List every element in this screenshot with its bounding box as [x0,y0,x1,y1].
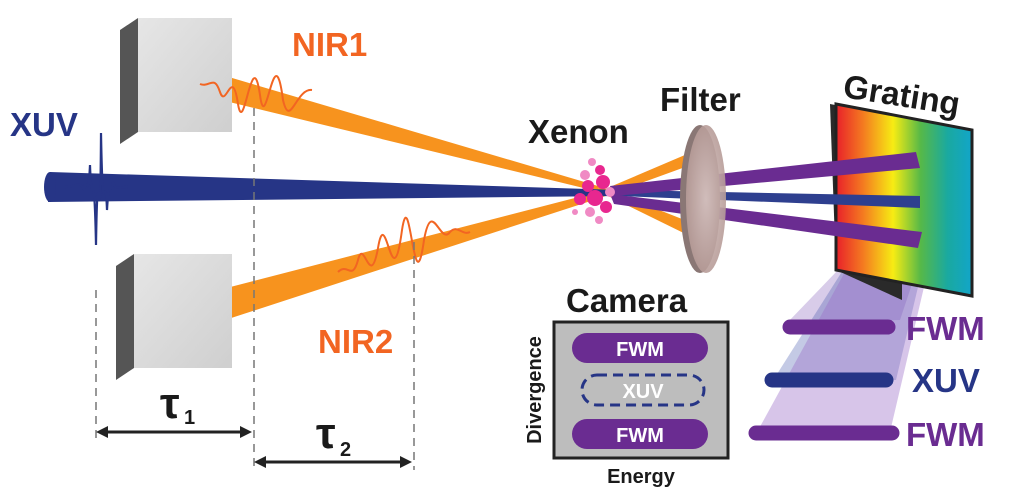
label-xuv: XUV [10,106,78,143]
out-fwm-top-label: FWM [906,310,985,347]
mirror-top [120,18,232,144]
camera-fwm-top-label: FWM [616,339,664,361]
tau2-symbol: τ [316,409,336,458]
camera-fwm-bottom-bar [572,419,708,449]
mirror-bottom [116,254,232,380]
axis-energy-label: Energy [607,466,676,488]
camera-xuv-outline [580,373,706,407]
camera-panel [552,320,730,460]
xenon-atoms [572,158,615,224]
label-filter: Filter [660,81,741,118]
tau2-subscript: 2 [340,439,351,461]
dispersed-beam-fans [756,270,928,434]
label-nir1: NIR1 [292,26,367,63]
label-xenon: Xenon [528,113,629,150]
camera-xuv-label: XUV [622,381,664,403]
tau1-symbol: τ [160,379,180,428]
label-nir2: NIR2 [318,323,393,360]
nir2-pulse [337,216,471,273]
label-camera: Camera [566,282,688,319]
nir1-pulse [199,75,313,113]
out-fwm-bottom-label: FWM [906,416,985,453]
filter [680,125,726,273]
out-xuv-label: XUV [912,362,980,399]
camera-fwm-top-bar [572,333,708,363]
camera-fwm-bottom-label: FWM [616,425,664,447]
axis-divergence-label: Divergence [524,336,546,444]
delay-markers [95,108,415,470]
output-bars [748,319,900,441]
xuv-pulse [63,132,129,246]
tau1-subscript: 1 [184,407,195,429]
